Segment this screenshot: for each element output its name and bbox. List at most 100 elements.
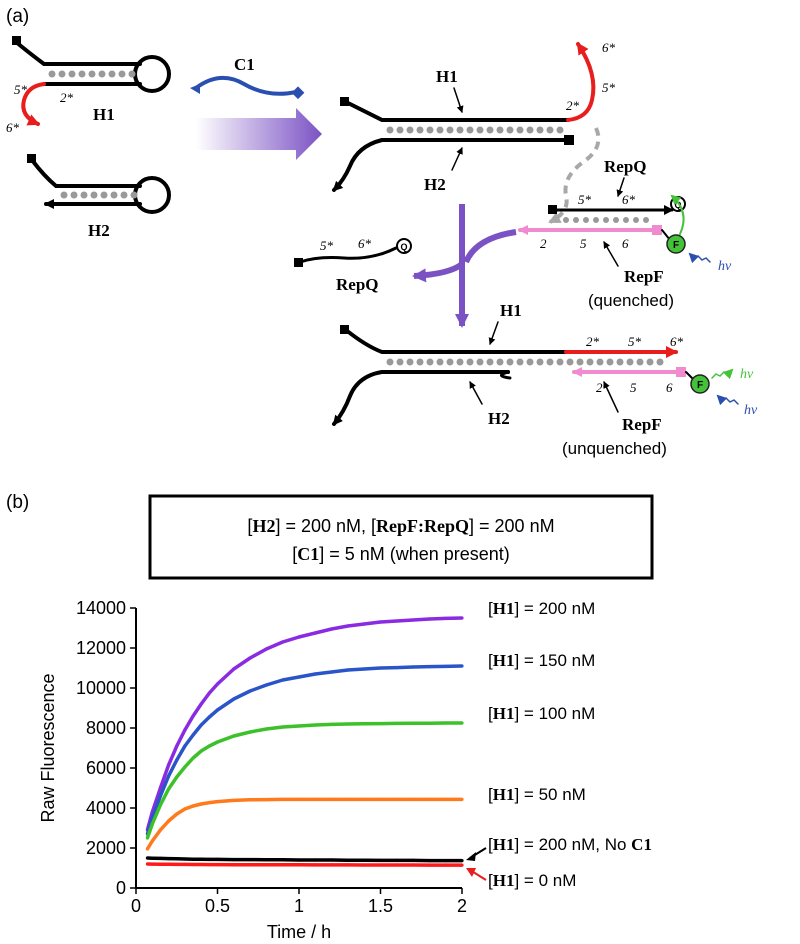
y-tick-label: 14000 — [76, 598, 126, 618]
data-point — [264, 863, 268, 867]
data-point — [427, 721, 431, 725]
data-point — [248, 798, 252, 802]
data-point — [167, 819, 171, 823]
data-point — [264, 727, 268, 731]
repf-repq-quenched: Q F hν 5* 6* 2 5 6 RepQ RepF (quenched) — [518, 157, 732, 310]
data-point — [346, 722, 350, 726]
data-point — [207, 744, 211, 748]
x-tick-label: 2 — [457, 896, 467, 916]
data-point — [167, 787, 171, 791]
data-point — [346, 858, 350, 862]
panel-b-label: (b) — [6, 492, 29, 513]
data-point — [378, 797, 383, 802]
data-point — [183, 862, 187, 867]
data-point — [460, 664, 464, 668]
data-point — [191, 714, 195, 718]
data-point — [215, 800, 220, 804]
domain-label: 5* — [320, 238, 334, 253]
data-point — [264, 798, 268, 802]
displacement-arrow — [412, 204, 517, 328]
data-point — [297, 675, 301, 679]
data-point — [150, 839, 154, 843]
unquenched-label: (unquenched) — [562, 439, 667, 458]
data-point — [232, 667, 236, 671]
fluorophore-f: F — [673, 240, 679, 251]
data-point — [183, 807, 187, 811]
data-point — [297, 724, 301, 728]
data-point — [199, 749, 203, 753]
data-point — [167, 862, 171, 866]
data-point — [378, 863, 383, 867]
data-point — [248, 689, 252, 693]
data-point — [248, 656, 252, 660]
series-label: [H1] = 50 nM — [488, 785, 586, 804]
h1-label: H1 — [500, 301, 522, 320]
data-point — [207, 691, 211, 695]
data-point — [175, 744, 179, 748]
series-line — [145, 721, 462, 839]
data-point — [330, 863, 334, 867]
data-point — [395, 721, 399, 726]
data-point — [199, 802, 203, 806]
hv-label: hν — [740, 367, 754, 382]
series-line — [145, 664, 463, 835]
data-point — [362, 722, 366, 726]
data-point — [248, 863, 252, 867]
data-point — [281, 797, 285, 802]
domain-label: 5* — [14, 82, 28, 97]
h2-label: H2 — [488, 409, 510, 428]
data-point — [313, 723, 317, 727]
data-point — [427, 863, 431, 867]
data-point — [460, 797, 464, 802]
data-point — [313, 797, 317, 802]
data-point — [362, 863, 366, 867]
data-point — [281, 640, 285, 644]
h1-h2-complex-middle: H1 H2 2* 5* 6* — [332, 40, 616, 194]
data-point — [427, 617, 431, 621]
x-tick-label: 1 — [294, 896, 304, 916]
repq-free: Q 5* 6* RepQ — [294, 236, 412, 294]
data-point — [281, 725, 285, 729]
x-tick-label: 0.5 — [205, 896, 230, 916]
data-point — [199, 857, 203, 861]
data-point — [191, 804, 195, 808]
y-tick-label: 8000 — [86, 718, 126, 738]
data-point — [330, 627, 334, 631]
domain-label: 2* — [566, 98, 580, 113]
conditions-line-2: [C1] = 5 nM (when present) — [292, 544, 510, 564]
data-point — [395, 797, 399, 802]
data-point — [183, 765, 187, 769]
y-tick-label: 12000 — [76, 638, 126, 658]
data-point — [158, 862, 162, 866]
data-point — [207, 863, 211, 867]
panel-a: (a) 5* 2* 6* H1 — [6, 6, 758, 458]
data-point — [158, 828, 162, 832]
data-point — [232, 734, 236, 738]
data-point — [199, 862, 203, 867]
label-pointer-head — [466, 852, 476, 861]
domain-label: 2 — [596, 380, 603, 395]
data-point — [264, 858, 268, 862]
data-point — [158, 803, 162, 807]
data-point — [158, 786, 162, 790]
data-point — [215, 740, 220, 744]
repf-label: RepF — [624, 267, 664, 286]
data-point — [395, 863, 399, 867]
h2-label: H2 — [88, 221, 110, 240]
h1-hairpin-left: 5* 2* 6* H1 — [6, 36, 171, 135]
data-point — [199, 723, 203, 727]
domain-label: 6* — [358, 236, 372, 251]
data-point — [427, 859, 431, 863]
c1-strand: C1 — [190, 55, 305, 100]
conditions-line-1: [H2] = 200 nM, [RepF:RepQ] = 200 nM — [247, 516, 554, 536]
panel-a-label: (a) — [6, 6, 29, 27]
data-point — [175, 812, 179, 816]
domain-label: 2 — [540, 236, 547, 251]
data-point — [395, 619, 399, 623]
data-point — [145, 862, 149, 866]
data-point — [215, 682, 220, 686]
conditions-box — [148, 494, 654, 580]
data-point — [444, 797, 448, 802]
y-tick-label: 0 — [116, 878, 126, 898]
data-point — [330, 670, 334, 674]
